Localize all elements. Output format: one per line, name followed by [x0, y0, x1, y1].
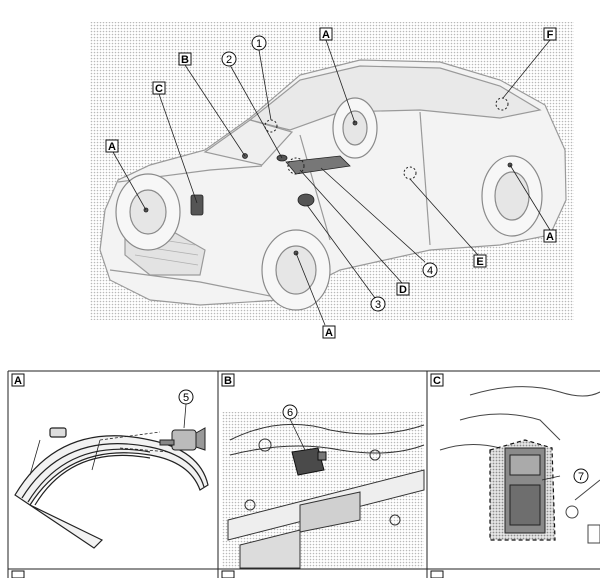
wheel-rim-illustration: [14, 427, 209, 549]
leader-line: [183, 403, 187, 429]
interior-components: [143, 120, 513, 256]
bottom-panel-row: [11, 570, 444, 578]
callout-text: F: [547, 29, 554, 41]
callout-text: A: [108, 141, 116, 153]
callout-text: 2: [226, 54, 232, 66]
vehicle-overview: A B C A F A E D: [90, 22, 574, 339]
callout-number-7: [573, 468, 589, 484]
panel-letter: C: [433, 375, 441, 387]
panel-letter: B: [224, 375, 232, 387]
interior-illustration: [439, 386, 600, 544]
callout-letter-a-bottom: A: [322, 325, 336, 339]
callout-letter-a-right: A: [543, 229, 557, 243]
callout-number-4: 4: [422, 262, 438, 278]
wheels: [115, 97, 543, 311]
control-module-b: [291, 447, 327, 476]
detail-panel-c: C 7: [430, 373, 600, 544]
callout-text: C: [155, 83, 163, 95]
callout-number-6: [282, 404, 298, 420]
callout-letter-a-top: A: [319, 27, 333, 41]
callout-text: A: [322, 29, 330, 41]
panel-letter-e-box: [221, 570, 235, 578]
panel-letter-f-box: [430, 570, 444, 578]
callout-letter-b: B: [178, 52, 192, 66]
callout-letter-d: D: [396, 282, 410, 296]
callout-text: A: [325, 327, 333, 339]
panel-letter-d-box: [11, 570, 25, 578]
callout-text: 7: [578, 471, 584, 483]
leader-line: [541, 475, 561, 481]
engine-bay-illustration: [227, 423, 425, 569]
panel-letter: A: [14, 375, 22, 387]
valve-stem: [49, 427, 67, 438]
component-3: [297, 193, 315, 207]
callout-text: 3: [375, 299, 381, 311]
callout-letter-e: E: [473, 254, 487, 268]
dashed-marker-d: [287, 157, 305, 175]
callout-text: A: [546, 231, 554, 243]
callout-text: 6: [287, 407, 293, 419]
detail-grid: [7, 370, 600, 578]
callout-text: E: [476, 256, 483, 268]
callout-text: B: [181, 54, 189, 66]
callout-text: 1: [256, 38, 262, 50]
callout-number-2: 2: [221, 51, 237, 67]
callout-letter-c: C: [152, 81, 166, 95]
tire-pressure-sensor: [159, 427, 206, 451]
callout-number-3: 3: [370, 296, 386, 312]
control-module-c: [190, 194, 204, 216]
control-module-c-detail: [504, 447, 546, 534]
callout-text: 5: [183, 392, 189, 404]
callout-text: D: [399, 284, 407, 296]
callout-letter-f: F: [543, 27, 557, 41]
sensor-leader-dashed: [99, 431, 171, 453]
callout-letter-a-left: A: [105, 139, 119, 153]
detail-panel-b: B 6: [221, 373, 425, 569]
callout-text: 4: [427, 265, 433, 277]
leader-line: [289, 418, 306, 451]
callout-number-5: [178, 389, 194, 405]
detail-panel-a: A 5: [11, 373, 209, 549]
callout-number-1: 1: [251, 35, 267, 51]
dashed-marker-1: [264, 119, 278, 133]
dashed-marker-f: [495, 97, 509, 111]
leader-lines: [112, 39, 551, 326]
